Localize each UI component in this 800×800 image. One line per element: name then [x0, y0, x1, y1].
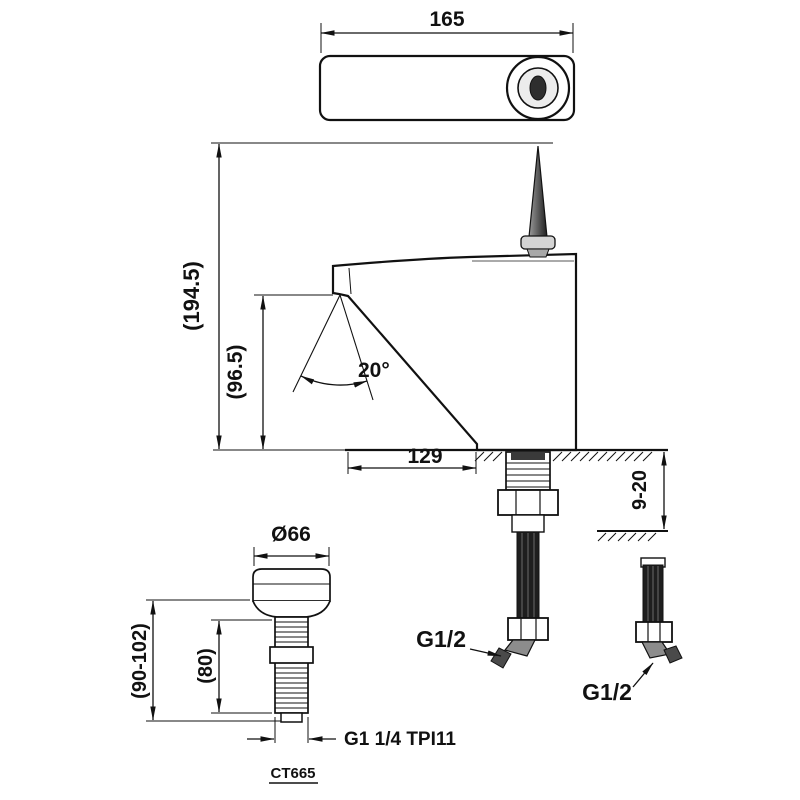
spout-angle-annotation: 20° [292, 294, 390, 401]
hose-elbow-left [503, 639, 536, 657]
counter-section [213, 448, 668, 542]
drain-lower-thread-lines [275, 667, 308, 709]
top-width-dim-label: 165 [429, 8, 464, 31]
hose-thread-labels: G1/2 G1/2 [416, 626, 654, 705]
hose-braid-stripes-left [521, 533, 535, 619]
dim-drain-height: (80) [195, 619, 272, 714]
left-hose-leader-line [469, 648, 502, 657]
drain-tail-stub [280, 712, 303, 723]
drain-assembly [252, 568, 331, 723]
dim-deck-thickness: 9-20 [629, 451, 667, 530]
faucet-body-outline [331, 252, 578, 452]
dim-drain-thread: G1 1/4 TPI11 [247, 717, 456, 750]
dim-drain-height-range: (90-102) [129, 599, 281, 722]
dim-top-width: 165 [320, 8, 574, 53]
drain-popup-cap [252, 568, 331, 602]
overall-height-dim-label: (194.5) [179, 261, 204, 331]
faucet-top-view [318, 54, 576, 122]
drain-height-range-label: (90-102) [129, 623, 151, 699]
model-label: CT665 [270, 765, 315, 782]
handle-lever-spike [528, 145, 548, 238]
drain-flange-shoulder [252, 600, 331, 618]
spout-height-dim-label: (96.5) [224, 345, 247, 400]
right-hose-thread-label: G1/2 [582, 679, 632, 705]
handle-lever-mount [520, 235, 556, 250]
reach-dim-label: 129 [407, 445, 442, 468]
drain-upper-thread-lines [275, 621, 308, 643]
spout-angle-label: 20° [358, 359, 390, 382]
drain-diameter-label: Ø66 [271, 523, 311, 546]
dim-reach: 129 [347, 445, 477, 474]
deck-thickness-dim-label: 9-20 [629, 470, 651, 510]
faucet-side-view [331, 145, 578, 452]
deck-bottom-hatch-marks [597, 532, 657, 542]
hose-connector-nut-left [507, 617, 549, 641]
supply-hose-left [490, 451, 559, 669]
drain-body-tube [274, 616, 309, 714]
shank-hole-shadow [511, 452, 545, 460]
supply-hose-right [635, 557, 683, 664]
handle-lever-stem [526, 248, 550, 258]
mounting-nut [497, 489, 559, 516]
aerator-seam-line [348, 267, 352, 295]
dim-spout-height: (96.5) [224, 294, 333, 450]
hose-connector-nut-right [635, 621, 673, 643]
dim-overall-height: (194.5) [179, 142, 553, 450]
shank-tube [511, 514, 545, 533]
right-hose-leader-line [632, 662, 654, 688]
drain-height-label: (80) [195, 648, 217, 684]
hose-thread-tip-right [663, 645, 683, 664]
shank-thread-lines [506, 462, 550, 488]
counter-hatch-marks [474, 451, 653, 462]
drain-lock-nut [269, 646, 314, 664]
left-hose-thread-label: G1/2 [416, 626, 466, 652]
hose-braid-stripes-right [647, 566, 659, 622]
model-block: CT665 [269, 765, 318, 784]
drain-thread-label: G1 1/4 TPI11 [344, 729, 456, 750]
top-view-lever-knob [529, 75, 547, 101]
dim-drain-diameter: Ø66 [253, 523, 330, 566]
